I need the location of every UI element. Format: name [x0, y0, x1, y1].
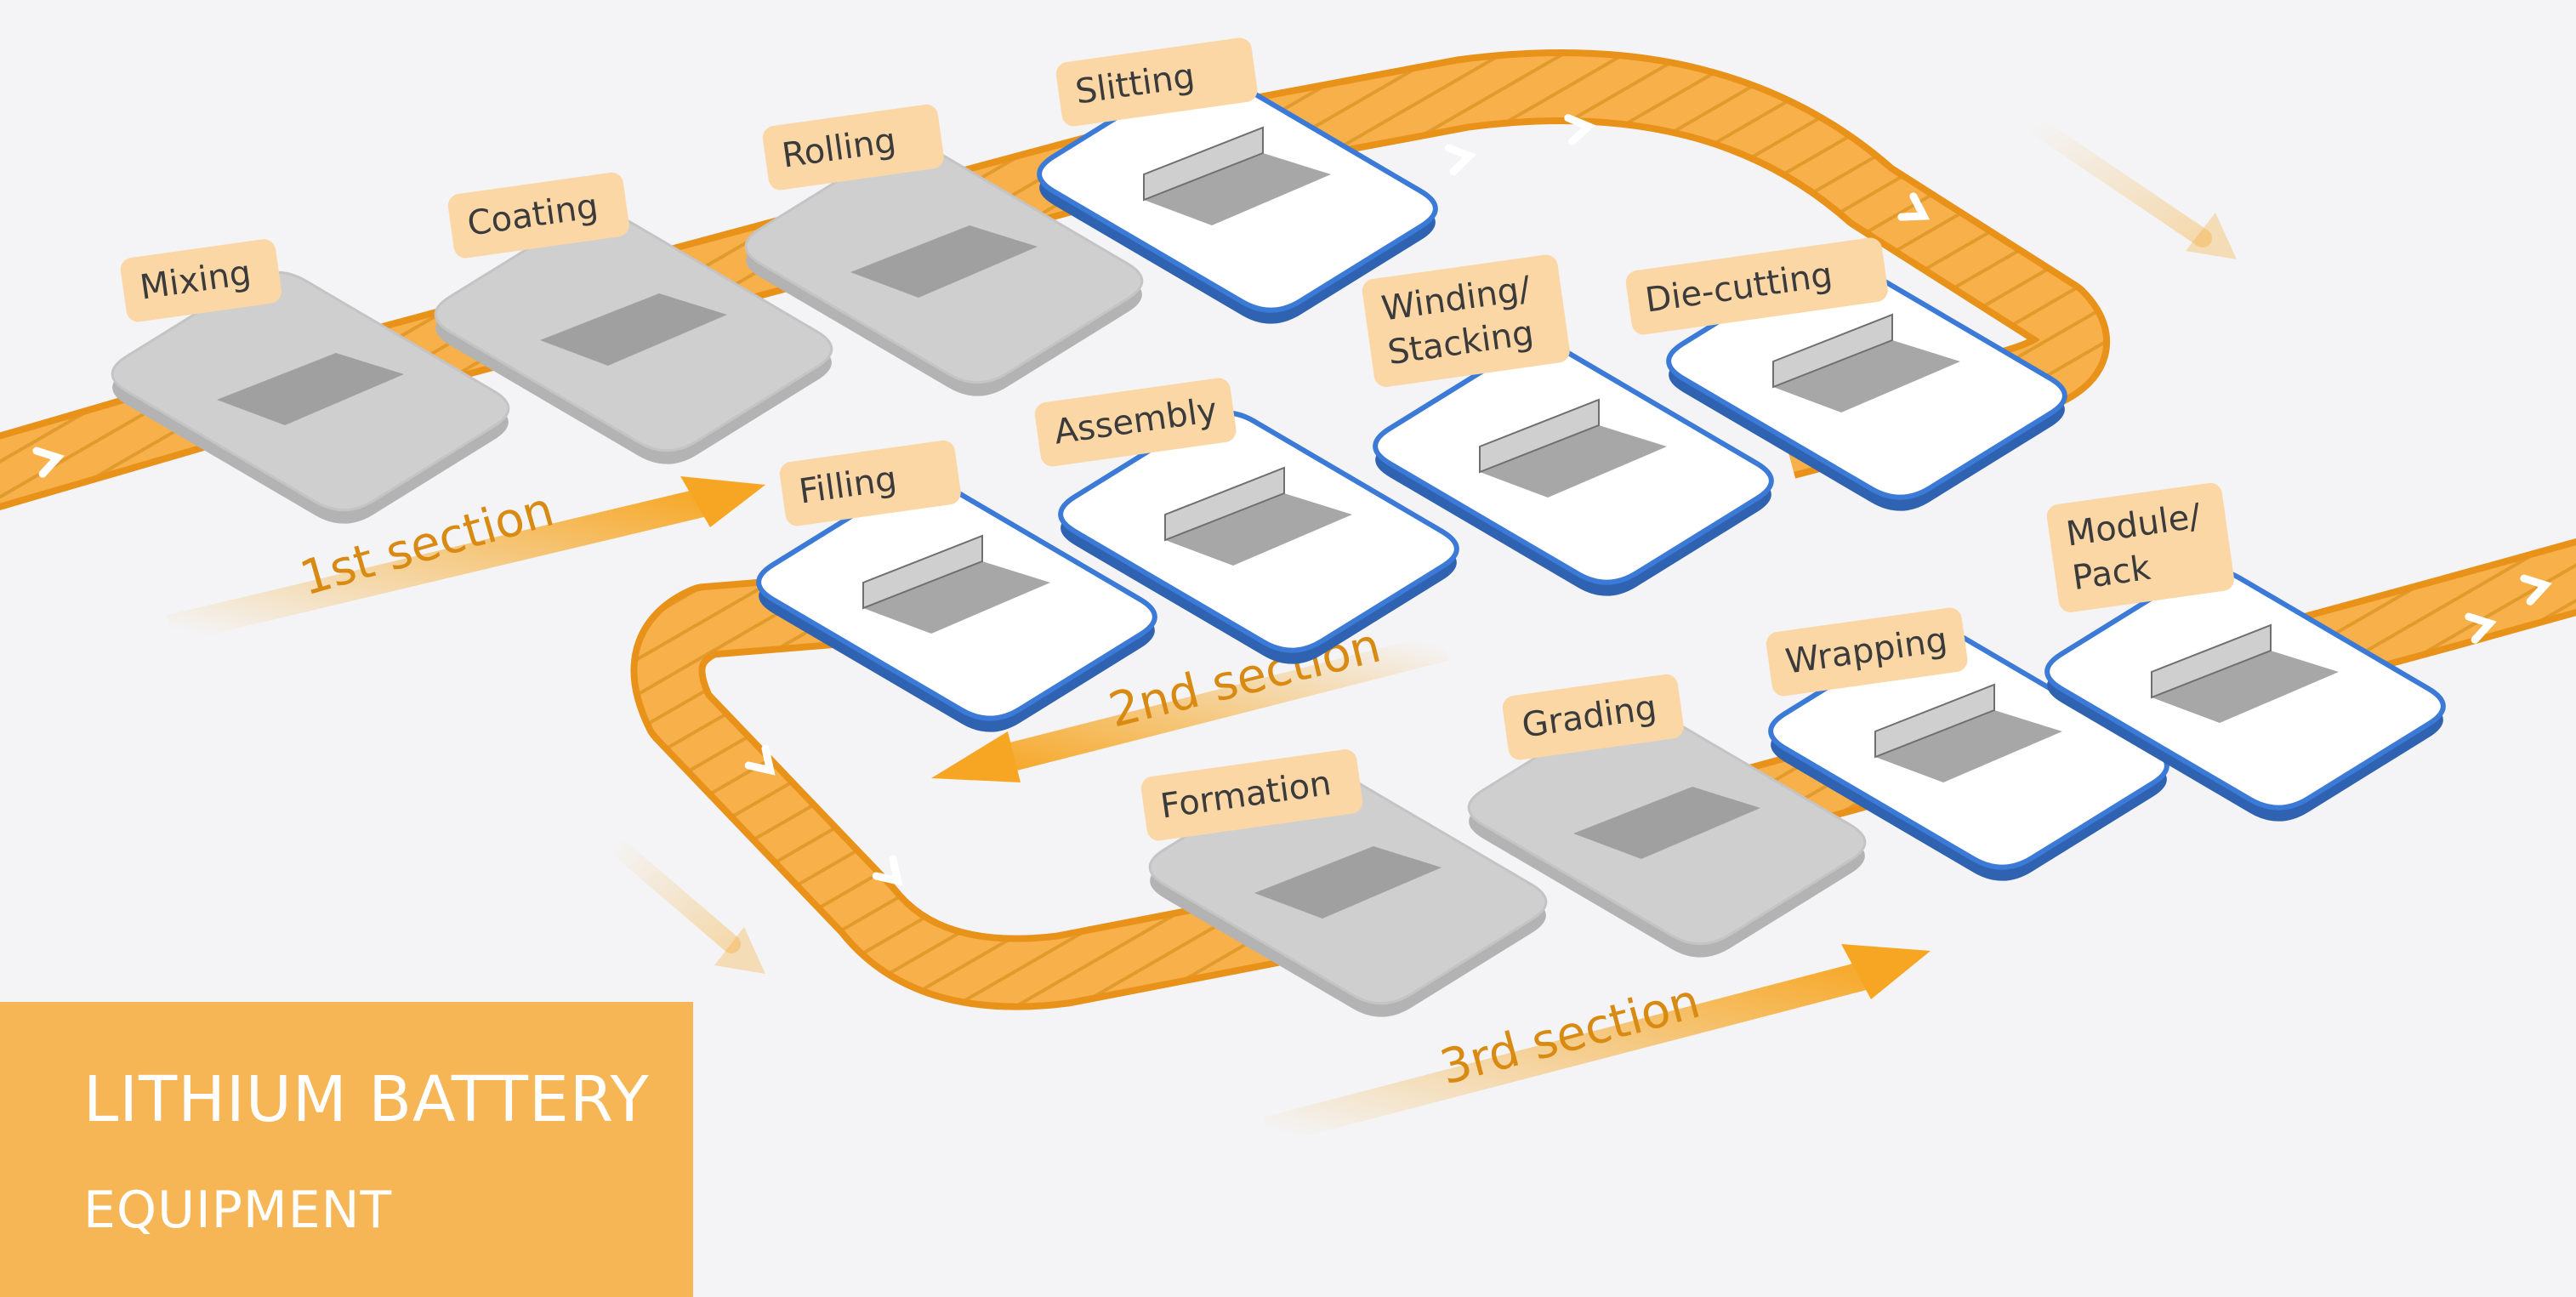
stage-label-bg	[1625, 237, 1888, 335]
stage-tile	[434, 211, 833, 464]
stage-label-bg	[2046, 482, 2234, 612]
stage-label-bg	[120, 239, 281, 322]
title-line-2: EQUIPMENT	[83, 1180, 393, 1240]
chevron-right-icon	[2465, 612, 2497, 644]
section-arrow-shaft	[991, 632, 1450, 776]
machine-detail	[862, 534, 983, 610]
stage-labels: MixingCoatingRollingSlittingDie-cuttingW…	[120, 37, 2234, 841]
stage-label-bg	[447, 172, 629, 259]
machine-icon	[1254, 846, 1442, 919]
stage-tile	[744, 143, 1144, 396]
chevron-right-icon	[744, 744, 776, 776]
stage-label: Assembly	[1034, 378, 1237, 467]
stage-label: Rolling	[762, 104, 944, 191]
stage-tile	[1058, 410, 1459, 664]
conveyor-segment	[0, 56, 2104, 503]
machine-detail	[1164, 466, 1285, 542]
machine-detail	[1772, 313, 1893, 389]
chevron-right-icon	[1444, 144, 1477, 176]
machine-icon	[2152, 651, 2339, 723]
section-arrow-shaft	[167, 487, 709, 644]
machine-icon	[1573, 787, 1760, 859]
stage-label: Formation	[1140, 749, 1363, 841]
ghost-arrow-head	[2186, 213, 2237, 259]
stage-label-bg	[762, 104, 944, 191]
machine-detail	[1874, 683, 1995, 759]
machine-detail	[1479, 398, 1600, 474]
section-arrow-head	[680, 476, 765, 527]
stage-tile	[1373, 342, 1774, 596]
machine-detail	[2151, 623, 2272, 699]
stage-tile	[1467, 704, 1867, 958]
stage-label: Wrapping	[1766, 607, 1968, 697]
machine-icon	[1144, 153, 1331, 225]
stage-tile	[1037, 70, 1438, 324]
ghost-arrow	[603, 833, 741, 953]
stage-label: Mixing	[120, 239, 281, 322]
background-arrows	[603, 114, 2237, 974]
section-arrow-head	[931, 731, 1021, 782]
chevron-right-icon	[2520, 574, 2552, 606]
stage-tile	[756, 478, 1157, 732]
machine-detail	[1143, 126, 1264, 202]
stage-label: Slitting	[1055, 37, 1258, 127]
ghost-arrow	[2023, 114, 2212, 247]
chevron-right-icon	[32, 447, 65, 478]
section-label: 3rd section	[1435, 974, 1706, 1096]
section-arrow-head	[1841, 944, 1931, 999]
machine-icon	[1875, 710, 2062, 782]
stage-tile	[111, 270, 510, 524]
machine-icon	[863, 561, 1050, 634]
chevron-right-icon	[1564, 114, 1596, 145]
stage-label: Die-cutting	[1625, 237, 1888, 335]
chevron-right-icon	[1897, 192, 1931, 221]
stage-label-bg	[1766, 607, 1968, 697]
stage-label-bg	[1502, 674, 1684, 760]
title-line-1: LITHIUM BATTERY	[83, 1063, 650, 1136]
stage-tiles	[111, 70, 2446, 1017]
stage-label: Winding/Stacking	[1362, 254, 1570, 387]
machine-icon	[1773, 340, 1960, 412]
conveyor-segment	[637, 565, 1333, 1004]
stage-label-bg	[1362, 254, 1570, 387]
stage-label-bg	[779, 440, 961, 526]
stage-label: Coating	[447, 172, 629, 259]
stage-tile	[2044, 567, 2446, 822]
machine-icon	[1480, 425, 1667, 498]
stage-label: Module/Pack	[2046, 482, 2234, 612]
ghost-arrow-head	[714, 927, 765, 974]
stage-label: Filling	[779, 440, 961, 526]
machine-icon	[217, 353, 404, 425]
stage-label: Grading	[1502, 674, 1684, 760]
title-banner	[0, 1002, 693, 1297]
machine-icon	[850, 225, 1038, 298]
machine-icon	[540, 293, 727, 366]
section-arrow-shaft	[1263, 959, 1875, 1146]
stage-label-bg	[1055, 37, 1258, 127]
stage-label-bg	[1140, 749, 1363, 841]
stage-label-bg	[1034, 378, 1237, 467]
chevron-right-icon	[872, 855, 903, 886]
machine-icon	[1165, 493, 1352, 566]
stage-tile	[1666, 257, 2067, 511]
stage-tile	[1768, 627, 2169, 881]
